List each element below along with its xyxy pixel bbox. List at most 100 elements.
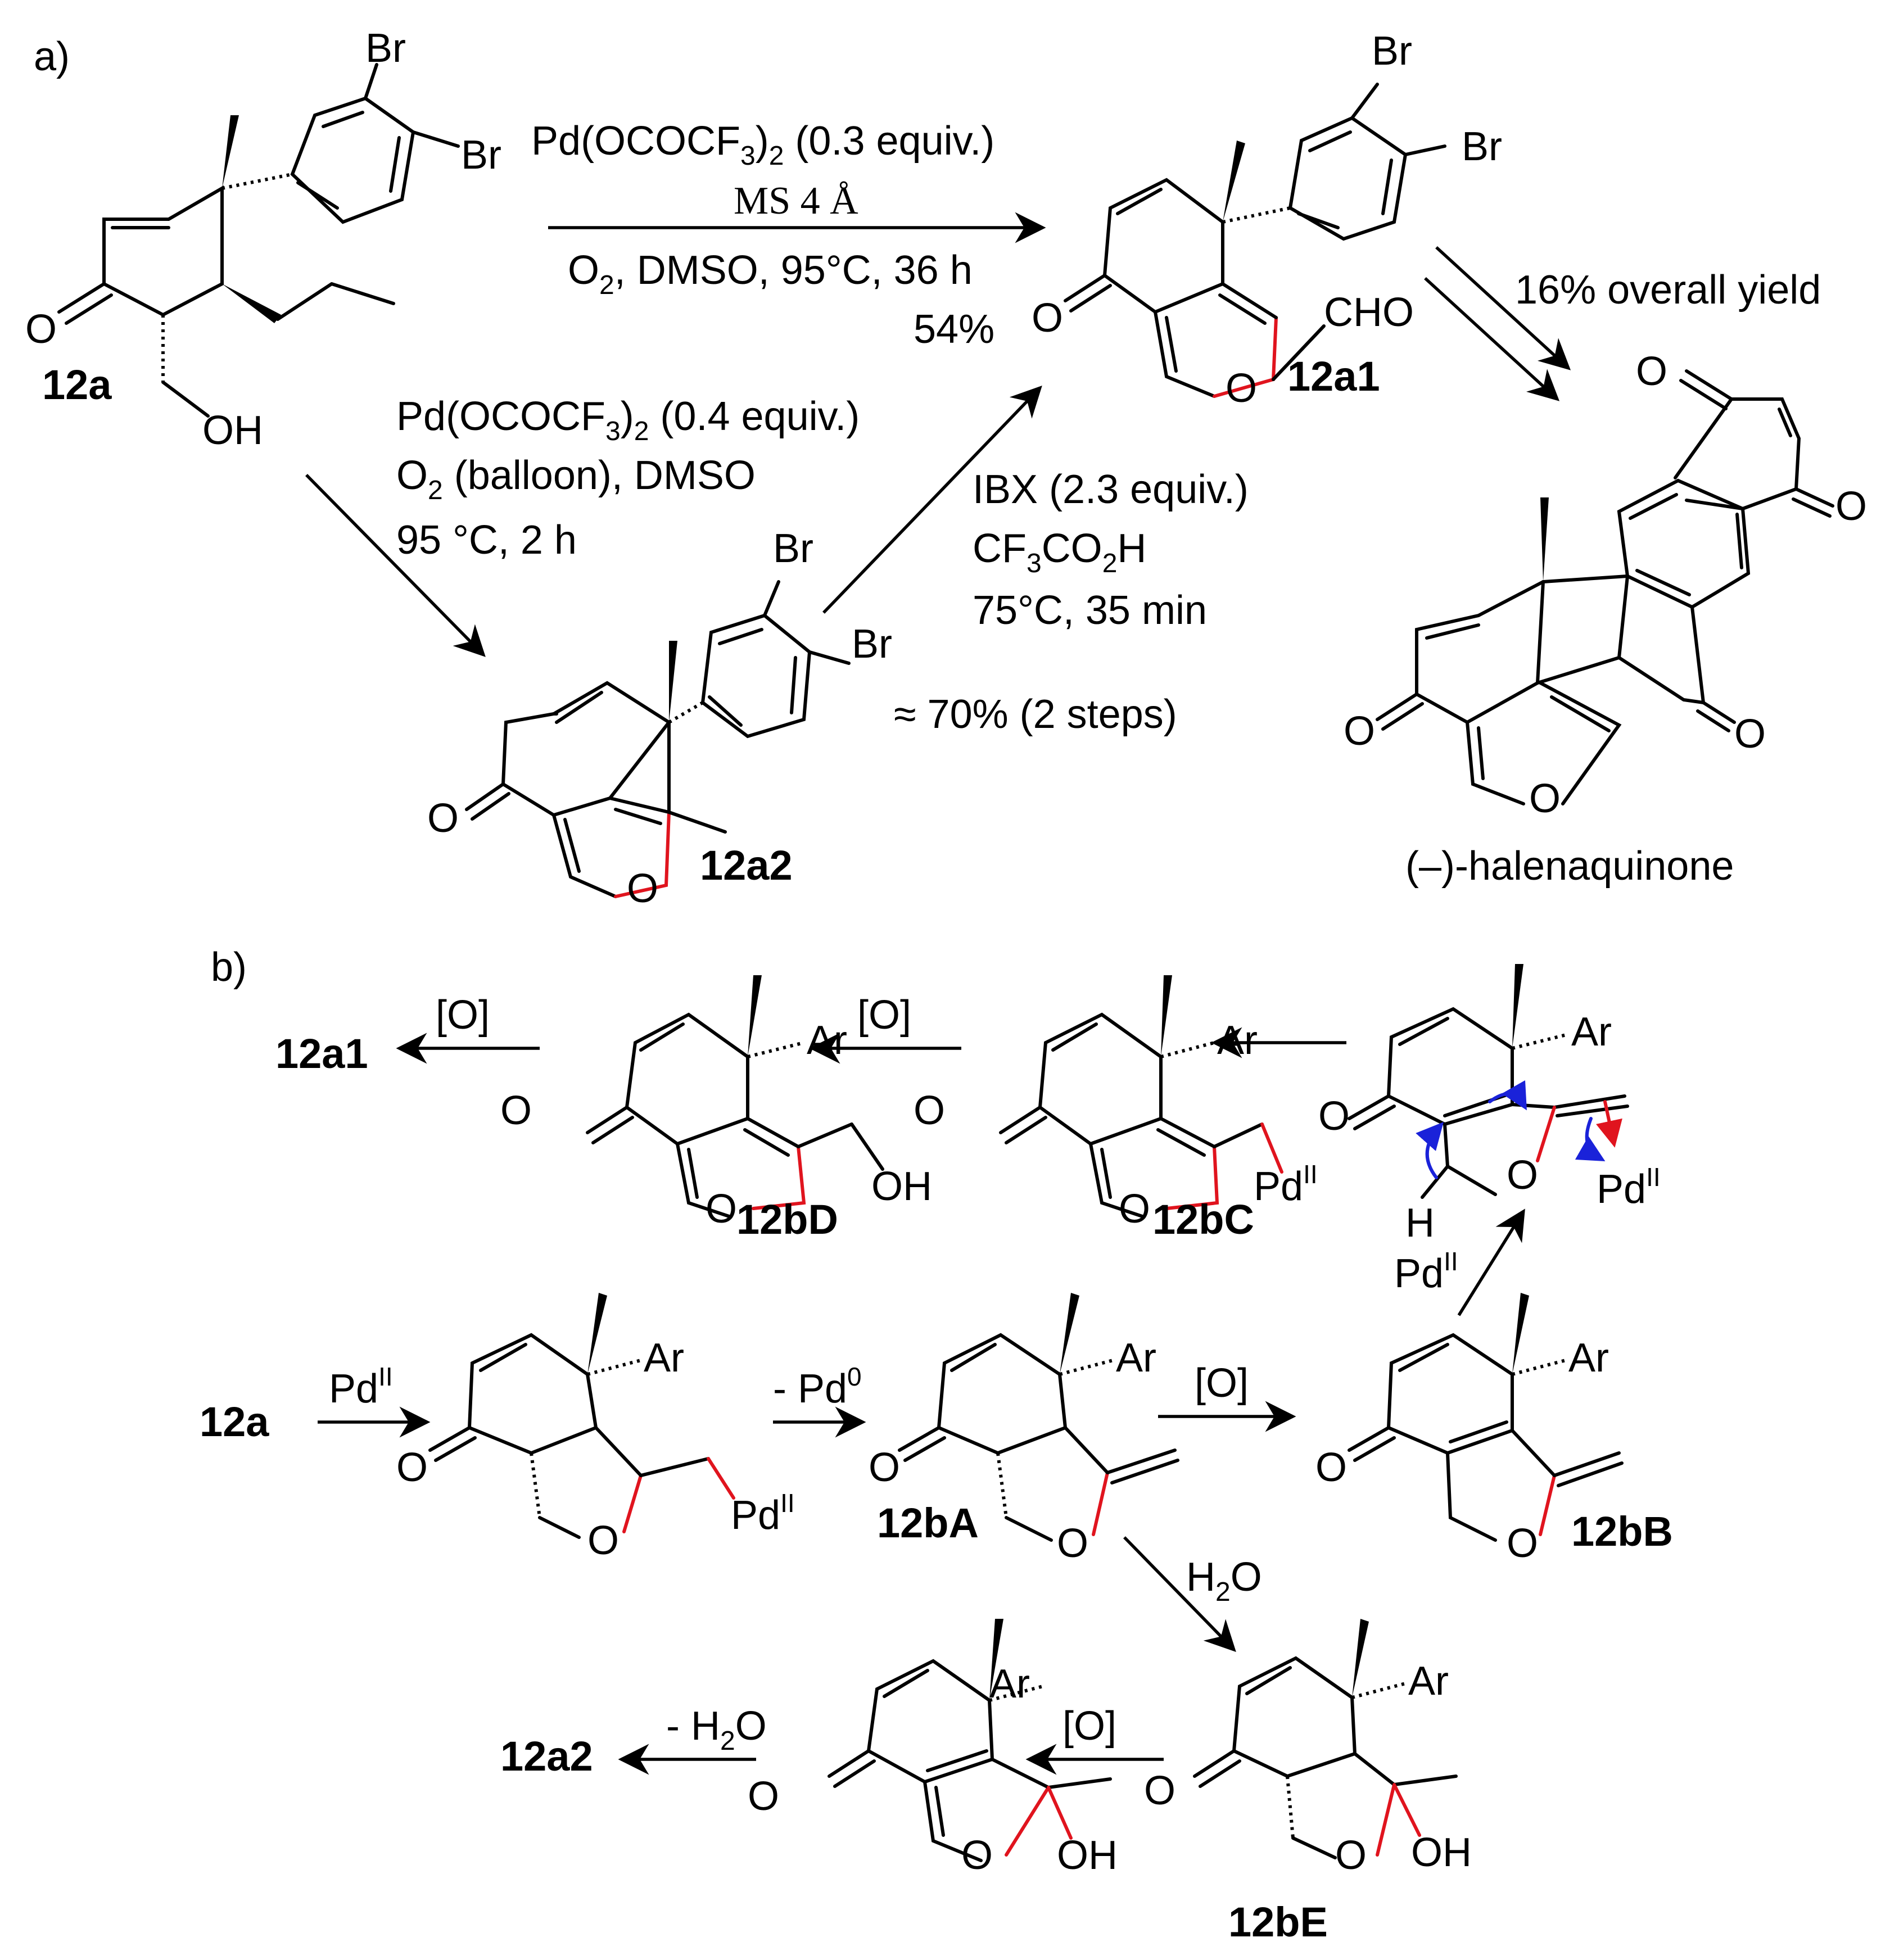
svg-text:[O]: [O] xyxy=(436,993,490,1038)
compound-12bC: O Ar O PdII 12bC xyxy=(914,975,1318,1243)
step-12bA-to-12bB: [O] xyxy=(1158,1361,1296,1432)
svg-text:O: O xyxy=(1057,1521,1088,1566)
svg-text:H: H xyxy=(1405,1201,1435,1246)
svg-text:O: O xyxy=(914,1088,945,1133)
svg-text:O: O xyxy=(1636,349,1667,394)
svg-text:O: O xyxy=(1344,709,1375,754)
compound-label-12bA: 12bA xyxy=(877,1500,979,1546)
svg-text:12a1: 12a1 xyxy=(275,1030,368,1077)
svg-text:12a: 12a xyxy=(200,1398,269,1445)
svg-text:PdII: PdII xyxy=(1597,1162,1661,1212)
svg-text:O: O xyxy=(706,1187,737,1232)
compound-pd-adduct: O Ar O PdII xyxy=(396,1293,795,1563)
compound-label-12bE: 12bE xyxy=(1228,1899,1328,1945)
svg-text:O: O xyxy=(1144,1768,1175,1813)
step-to-12a2: 12a2 - H2O xyxy=(500,1704,767,1780)
compound-pd-intermediate: O Ar O H PdII xyxy=(1318,964,1661,1246)
svg-text:CHO: CHO xyxy=(1324,290,1414,335)
compound-12bA: O Ar O 12bA xyxy=(869,1293,1179,1566)
svg-text:O: O xyxy=(1507,1153,1538,1198)
svg-text:OH: OH xyxy=(871,1164,932,1209)
ibx-reaction-conditions: IBX (2.3 equiv.) CF3CO2H 75°C, 35 min ≈ … xyxy=(822,386,1249,737)
svg-text:O: O xyxy=(1119,1187,1150,1232)
top-reaction-conditions: Pd(OCOCF3)2 (0.3 equiv.) MS 4 Å O2, DMSO… xyxy=(531,119,1046,352)
svg-text:O: O xyxy=(396,1445,428,1490)
svg-text:CF3CO2H: CF3CO2H xyxy=(973,526,1146,578)
compound-label-halenaquinone: (–)-halenaquinone xyxy=(1405,844,1734,889)
svg-text:[O]: [O] xyxy=(1195,1361,1249,1406)
step-12bA-to-12bE: H2O xyxy=(1123,1536,1262,1652)
compound-label-12a: 12a xyxy=(42,361,112,408)
compound-label-12bD: 12bD xyxy=(736,1196,838,1243)
left-reaction-conditions: Pd(OCOCF3)2 (0.4 equiv.) O2 (balloon), D… xyxy=(305,394,860,657)
svg-text:Ar: Ar xyxy=(807,1018,847,1063)
step-12a-to-pd-adduct: 12a PdII xyxy=(200,1362,431,1445)
compound-hemiacetal: O Ar O OH xyxy=(748,1619,1118,1878)
panel-label-b: b) xyxy=(211,945,247,990)
svg-text:O: O xyxy=(1032,296,1063,341)
svg-text:Br: Br xyxy=(1372,29,1412,74)
svg-text:O: O xyxy=(1318,1094,1350,1139)
svg-text:O2 (balloon), DMSO: O2 (balloon), DMSO xyxy=(396,453,756,505)
svg-text:OH: OH xyxy=(1411,1830,1472,1875)
svg-text:O: O xyxy=(1226,366,1257,411)
svg-text:IBX (2.3 equiv.): IBX (2.3 equiv.) xyxy=(973,467,1249,512)
svg-text:O: O xyxy=(627,866,658,911)
svg-text:Ar: Ar xyxy=(1217,1018,1258,1063)
svg-text:Ar: Ar xyxy=(1408,1659,1449,1704)
compound-halenaquinone: O O O O O (–)-halenaquinone xyxy=(1344,349,1867,889)
svg-text:Br: Br xyxy=(852,622,892,667)
yield-54: 54% xyxy=(914,307,994,352)
compound-label-12bB: 12bB xyxy=(1571,1508,1673,1555)
svg-text:- H2O: - H2O xyxy=(666,1704,767,1756)
svg-text:O: O xyxy=(1315,1445,1347,1490)
svg-text:PdII: PdII xyxy=(731,1488,795,1538)
svg-text:O: O xyxy=(427,796,459,841)
svg-text:[O]: [O] xyxy=(857,993,911,1038)
svg-text:Br: Br xyxy=(1462,124,1502,169)
svg-text:O: O xyxy=(748,1774,779,1819)
overall-yield-arrow: 16% overall yield xyxy=(1424,246,1821,401)
svg-text:PdII: PdII xyxy=(329,1362,393,1411)
svg-text:Ar: Ar xyxy=(644,1336,684,1380)
svg-text:Pd(OCOCF3)2 (0.4 equiv.): Pd(OCOCF3)2 (0.4 equiv.) xyxy=(396,394,860,446)
atom-br: Br xyxy=(461,133,501,178)
molecular-sieves: MS 4 Å xyxy=(734,179,858,223)
svg-text:Ar: Ar xyxy=(1116,1336,1156,1380)
svg-text:O: O xyxy=(1835,484,1867,529)
svg-text:16% overall yield: 16% overall yield xyxy=(1515,268,1821,313)
svg-text:O: O xyxy=(1529,776,1561,821)
step-12bB-to-intermediate: PdII xyxy=(1394,1208,1525,1316)
step-12bC-to-12bD: [O] xyxy=(809,993,961,1064)
compound-label-12bC: 12bC xyxy=(1152,1196,1254,1243)
svg-text:O: O xyxy=(961,1833,993,1878)
compound-label-12a2: 12a2 xyxy=(700,842,793,889)
svg-text:O: O xyxy=(500,1088,532,1133)
atom-br: Br xyxy=(365,26,406,71)
compound-12a: O OH Br Br 12a xyxy=(25,26,501,453)
step-12bD-to-12a1: 12a1 [O] xyxy=(275,993,540,1077)
compound-12a1: O O CHO Br Br 12a1 xyxy=(1032,29,1502,411)
svg-text:- Pd0: - Pd0 xyxy=(773,1362,862,1411)
svg-text:Br: Br xyxy=(773,526,813,571)
svg-text:OH: OH xyxy=(1057,1833,1118,1878)
svg-text:PdII: PdII xyxy=(1394,1247,1458,1296)
svg-text:O: O xyxy=(1335,1833,1367,1878)
compound-12a2: O O Br Br 12a2 xyxy=(427,526,892,911)
svg-text:O: O xyxy=(587,1518,619,1563)
svg-text:75°C, 35 min: 75°C, 35 min xyxy=(973,588,1207,633)
svg-text:H2O: H2O xyxy=(1186,1555,1262,1607)
svg-text:Ar: Ar xyxy=(989,1662,1030,1706)
step-12bE-to-hemiacetal: [O] xyxy=(1025,1704,1164,1775)
panel-label-a: a) xyxy=(34,34,70,79)
compound-12bE: O Ar O OH 12bE xyxy=(1144,1619,1472,1945)
compound-12bD: O Ar O OH 12bD xyxy=(500,975,932,1243)
svg-text:Ar: Ar xyxy=(1568,1336,1609,1380)
step-beta-hydride: - Pd0 xyxy=(773,1362,866,1438)
compound-12bB: O Ar O 12bB xyxy=(1315,1293,1673,1566)
svg-text:12a2: 12a2 xyxy=(500,1733,593,1780)
svg-text:O2, DMSO, 95°C, 36 h: O2, DMSO, 95°C, 36 h xyxy=(568,248,973,300)
svg-text:O: O xyxy=(1507,1521,1538,1566)
atom-o: O xyxy=(25,307,57,352)
